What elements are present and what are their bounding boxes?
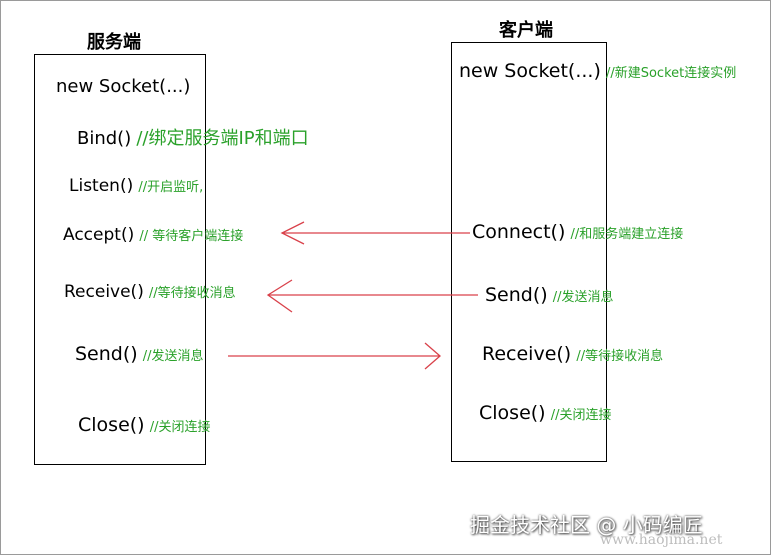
server-comment-close: //关闭连接: [149, 420, 211, 435]
server-row-bind: Bind() //绑定服务端IP和端口: [77, 124, 309, 150]
arrow-send-to-client-receive: [228, 342, 441, 370]
client-comment-connect: //和服务端建立连接: [570, 227, 684, 242]
watermark-url: www.haojima.net: [600, 532, 723, 548]
client-comment-receive: //等待接收消息: [576, 349, 664, 364]
arrow-send-to-receive: [266, 279, 478, 313]
client-box: [451, 42, 607, 462]
server-row-accept: Accept() // 等待客户端连接: [63, 225, 243, 245]
client-comment-new-socket: //新建Socket连接实例: [605, 66, 737, 81]
client-row-receive: Receive() //等待接收消息: [482, 343, 663, 365]
client-row-close: Close() //关闭连接: [479, 402, 611, 424]
client-comment-send: //发送消息: [552, 290, 614, 305]
server-row-listen: Listen() //开启监听,: [69, 176, 203, 196]
server-code-receive: Receive(): [64, 282, 144, 302]
client-row-send: Send() //发送消息: [485, 284, 614, 306]
server-row-receive: Receive() //等待接收消息: [64, 282, 236, 302]
server-comment-accept: // 等待客户端连接: [139, 229, 244, 244]
server-code-new-socket: new Socket(...): [56, 76, 191, 97]
server-comment-bind: //绑定服务端IP和端口: [136, 128, 309, 149]
client-code-connect: Connect(): [472, 221, 566, 243]
watermark-text: 掘金技术社区 @ 小码编匠: [470, 513, 703, 537]
server-comment-receive: //等待接收消息: [148, 286, 236, 301]
server-code-close: Close(): [78, 414, 145, 436]
server-row-close: Close() //关闭连接: [78, 414, 210, 436]
server-row-new-socket: new Socket(...): [56, 76, 190, 97]
client-title: 客户端: [499, 20, 553, 41]
server-code-bind: Bind(): [77, 128, 132, 149]
client-row-connect: Connect() //和服务端建立连接: [472, 221, 683, 243]
server-code-send: Send(): [75, 343, 138, 365]
client-comment-close: //关闭连接: [550, 408, 612, 423]
client-code-receive: Receive(): [482, 343, 572, 365]
server-comment-send: //发送消息: [142, 349, 204, 364]
server-code-accept: Accept(): [63, 225, 135, 245]
server-comment-listen: //开启监听,: [138, 180, 204, 195]
server-box: [34, 54, 206, 465]
client-row-new-socket: new Socket(...) //新建Socket连接实例: [459, 60, 736, 82]
client-code-new-socket: new Socket(...): [459, 60, 601, 82]
client-code-close: Close(): [479, 402, 546, 424]
client-code-send: Send(): [485, 284, 548, 306]
server-title: 服务端: [87, 32, 141, 53]
server-code-listen: Listen(): [69, 176, 134, 196]
arrow-connect-to-accept: [280, 221, 470, 245]
server-row-send: Send() //发送消息: [75, 343, 204, 365]
